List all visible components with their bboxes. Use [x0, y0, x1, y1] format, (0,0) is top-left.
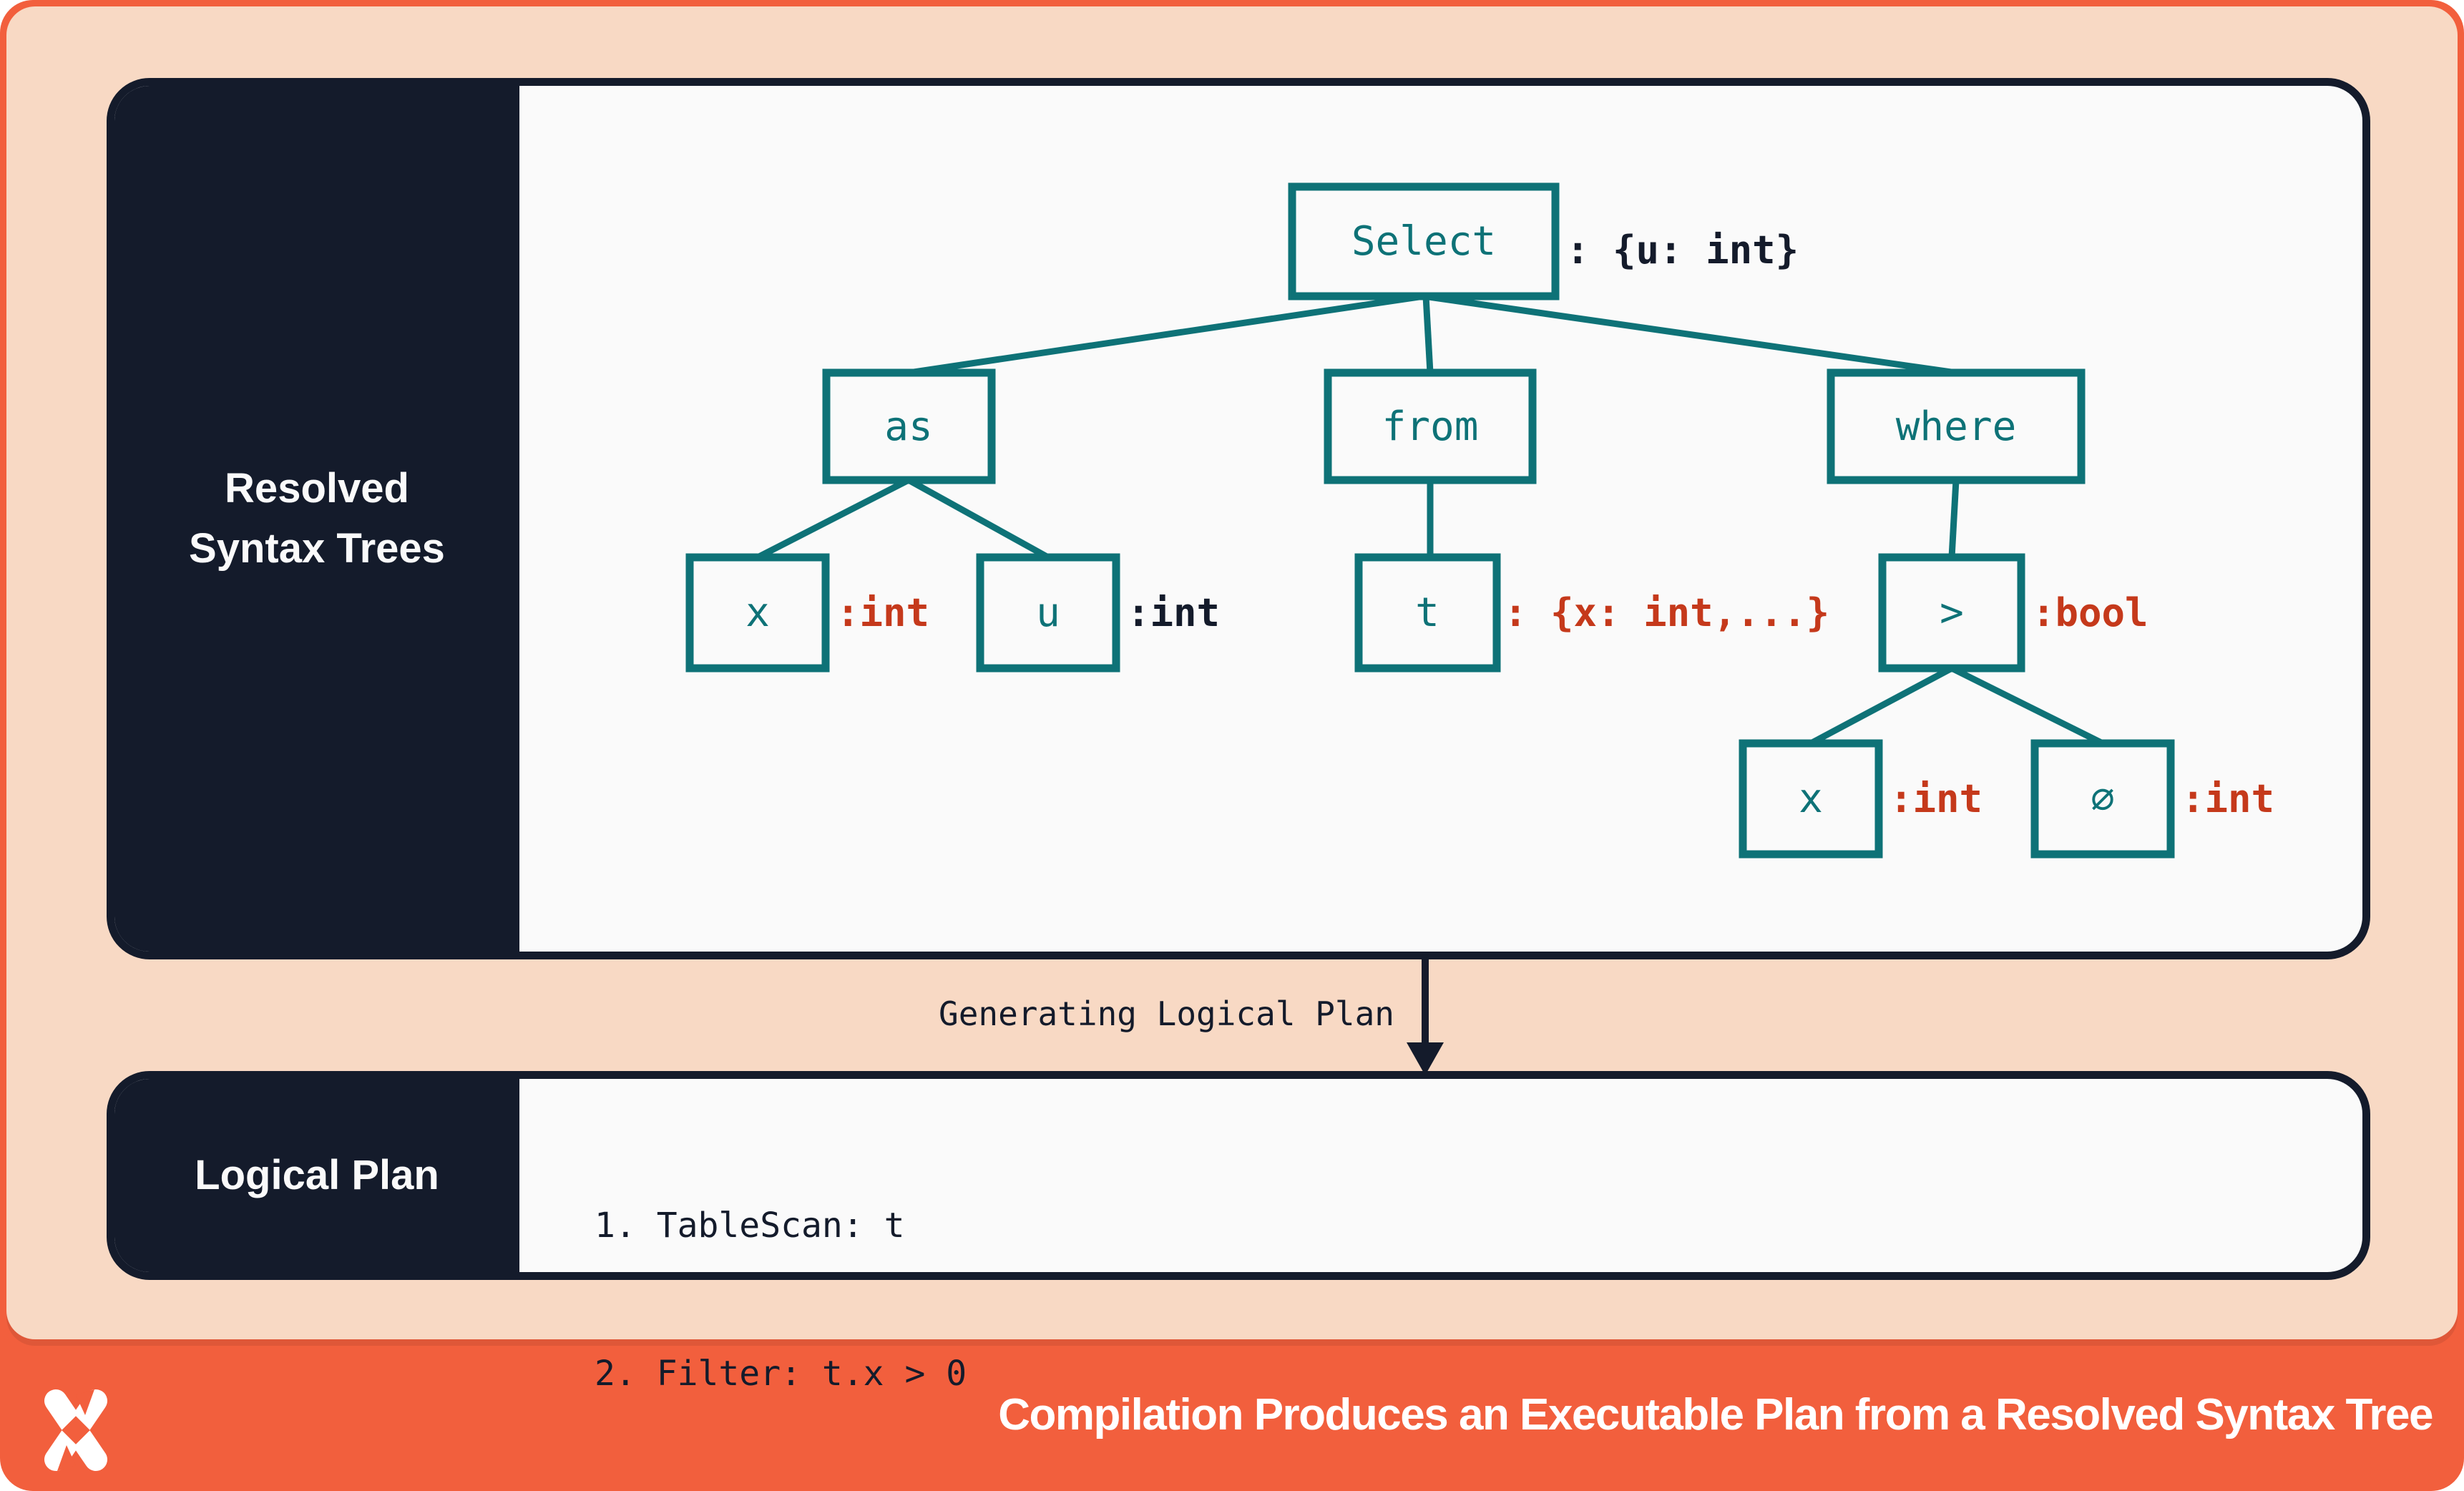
x-alias-type-annotation: :int	[836, 590, 929, 635]
content-sheet: Resolved Syntax Trees	[6, 6, 2458, 1394]
u-alias-node-label: u	[1036, 590, 1060, 636]
x-operand-type-annotation: :int	[1889, 776, 1983, 821]
x-alias-node-box	[685, 553, 830, 673]
tree-edges	[756, 293, 2105, 747]
tree-node-zero-operand: ∅ :int	[2030, 739, 2274, 859]
tree-edge-gt-zero	[1950, 665, 2105, 747]
select-node-box	[1288, 182, 1560, 300]
logical-panel-title: Logical Plan	[195, 1152, 439, 1198]
tree-node-x-operand: x :int	[1739, 739, 1983, 859]
resolved-panel-sidebar: Resolved Syntax Trees	[114, 86, 519, 952]
resolved-syntax-trees-panel: Resolved Syntax Trees	[107, 78, 2370, 959]
brand-x-logo-icon	[44, 1389, 107, 1471]
gt-node-box	[1878, 553, 2025, 673]
t-table-node-label: t	[1415, 590, 1439, 636]
footer-bar: Compilation Produces an Executable Plan …	[0, 1339, 2464, 1491]
zero-operand-node-label: ∅	[2091, 776, 2115, 822]
tree-node-where: where	[1827, 368, 2086, 484]
tree-edge-where-gt	[1948, 479, 1960, 558]
syntax-tree-diagram: Select : {u: int} as from where	[685, 182, 2274, 859]
x-operand-node-box	[1739, 739, 1883, 859]
t-table-node-box	[1354, 553, 1501, 673]
tree-node-t-table: t : {x: int,...}	[1354, 553, 1829, 673]
resolved-panel-title-line1: Resolved	[225, 465, 409, 512]
tree-edge-as-x	[756, 476, 911, 561]
tree-edge-select-from	[1422, 295, 1434, 373]
footer-title: Compilation Produces an Executable Plan …	[998, 1390, 2433, 1439]
zero-operand-type-annotation: :int	[2181, 776, 2274, 821]
from-node-box	[1324, 368, 1537, 484]
logical-plan-step: 2. Filter: t.x > 0	[595, 1354, 967, 1394]
where-node-box	[1827, 368, 2086, 484]
as-node-label: as	[884, 404, 932, 450]
where-node-label: where	[1896, 404, 2017, 450]
logical-plan-steps: 1. TableScan: t 2. Filter: t.x > 0 3. Pr…	[595, 1103, 1070, 1491]
u-alias-type-annotation: :int	[1127, 590, 1220, 635]
tree-edge-select-as	[908, 293, 1424, 376]
tree-edge-select-where	[1423, 293, 1957, 376]
tree-node-gt: > :bool	[1878, 553, 2148, 673]
select-node-label: Select	[1351, 218, 1496, 265]
resolved-panel-title-line2: Syntax Trees	[189, 525, 445, 572]
from-node-label: from	[1382, 404, 1479, 450]
transition-label: Generating Logical Plan	[939, 994, 1394, 1033]
down-arrow-icon	[1407, 955, 1444, 1075]
logical-plan-panel: Logical Plan 1. TableScan: t 2. Filter: …	[107, 1071, 2370, 1394]
logical-panel-sidebar: Logical Plan	[114, 1079, 519, 1272]
zero-operand-node-box	[2030, 739, 2175, 859]
tree-edge-gt-x	[1809, 665, 1954, 746]
tree-node-from: from	[1324, 368, 1537, 484]
gt-type-annotation: :bool	[2032, 590, 2148, 635]
x-alias-node-label: x	[745, 590, 770, 636]
logical-plan-step: 1. TableScan: t	[595, 1206, 905, 1246]
tree-node-u-alias: u :int	[976, 553, 1220, 673]
select-type-annotation: : {u: int}	[1566, 228, 1799, 273]
tree-node-as: as	[822, 368, 996, 484]
u-alias-node-box	[976, 553, 1120, 673]
tree-node-x-alias: x :int	[685, 553, 929, 673]
tree-node-select: Select : {u: int}	[1288, 182, 1799, 300]
tree-edge-as-u	[906, 477, 1050, 560]
t-table-type-annotation: : {x: int,...}	[1504, 590, 1829, 635]
as-node-box	[822, 368, 996, 484]
gt-node-label: >	[1940, 590, 1964, 636]
x-operand-node-label: x	[1799, 776, 1823, 822]
